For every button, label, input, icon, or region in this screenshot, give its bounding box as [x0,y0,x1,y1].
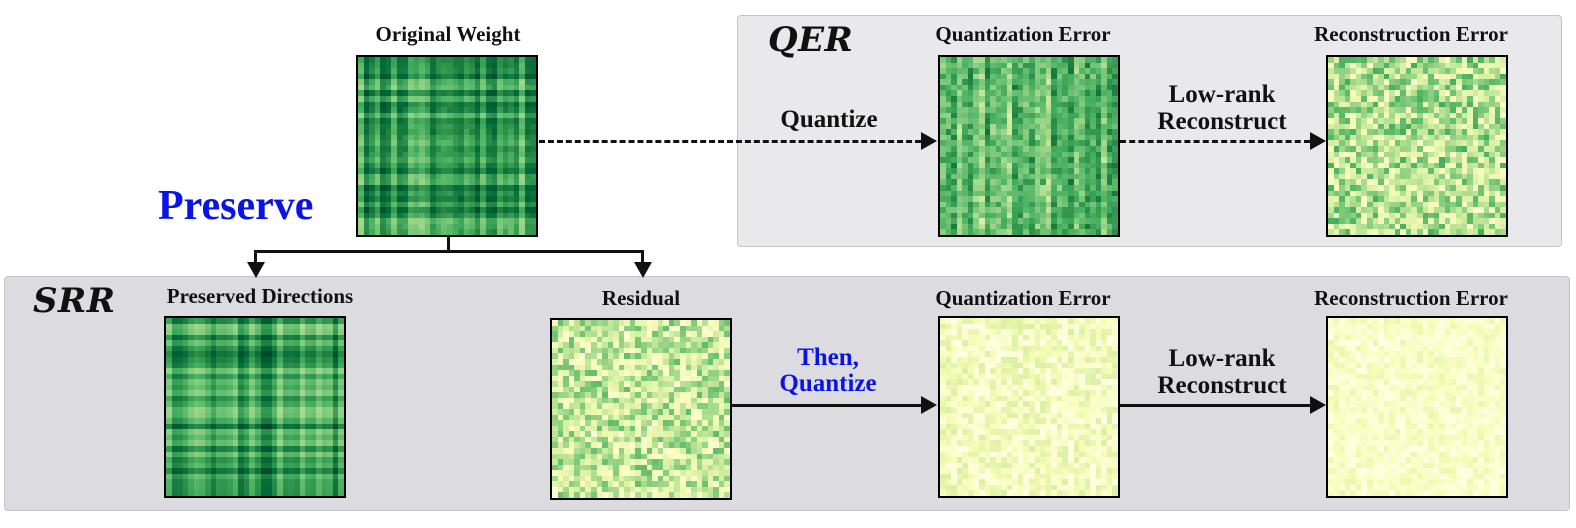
srr-reconstruct-label-line2: Reconstruct [1157,372,1287,399]
original-weight-heatmap [356,55,538,237]
arrow-down-icon [634,262,652,278]
preserved-directions-title: Preserved Directions [166,284,354,308]
qer-reconstruct-label-line1: Low-rank [1168,81,1276,108]
arrow-right-icon [921,132,937,150]
connector-right-drop [641,250,644,262]
qer-quantize-arrow-line [539,140,921,143]
arrow-right-icon [921,396,937,414]
qer-quantize-label: Quantize [780,106,878,133]
split-connector-stem [447,236,450,252]
qer-quant-error-title: Quantization Error [935,22,1111,46]
arrow-right-icon [1310,396,1326,414]
preserved-directions-heatmap [164,316,346,498]
qer-recon-error-heatmap [1326,55,1508,237]
original-weight-title: Original Weight [375,22,521,46]
arrow-down-icon [247,262,265,278]
residual-heatmap [550,318,732,500]
srr-recon-error-title: Reconstruction Error [1314,286,1508,310]
connector-left-drop [254,250,257,262]
qer-reconstruct-arrow-line [1120,140,1310,143]
srr-quant-error-heatmap [938,316,1120,498]
qer-quant-error-heatmap [938,55,1120,237]
srr-quantize-arrow-line [731,404,921,407]
qer-reconstruct-label-line2: Reconstruct [1157,108,1287,135]
qer-tag: QER [768,20,854,60]
split-connector-bar [254,250,644,253]
arrow-right-icon [1310,132,1326,150]
srr-reconstruct-arrow-line [1120,404,1310,407]
srr-tag: SRR [33,281,116,321]
residual-title: Residual [601,286,681,310]
preserve-label: Preserve [158,183,314,229]
srr-recon-error-heatmap [1326,316,1508,498]
srr-quantize-label-line2: Quantize [779,370,877,397]
qer-recon-error-title: Reconstruction Error [1314,22,1508,46]
srr-quant-error-title: Quantization Error [935,286,1111,310]
srr-quantize-label-line1: Then, [797,344,859,371]
srr-reconstruct-label-line1: Low-rank [1168,345,1276,372]
